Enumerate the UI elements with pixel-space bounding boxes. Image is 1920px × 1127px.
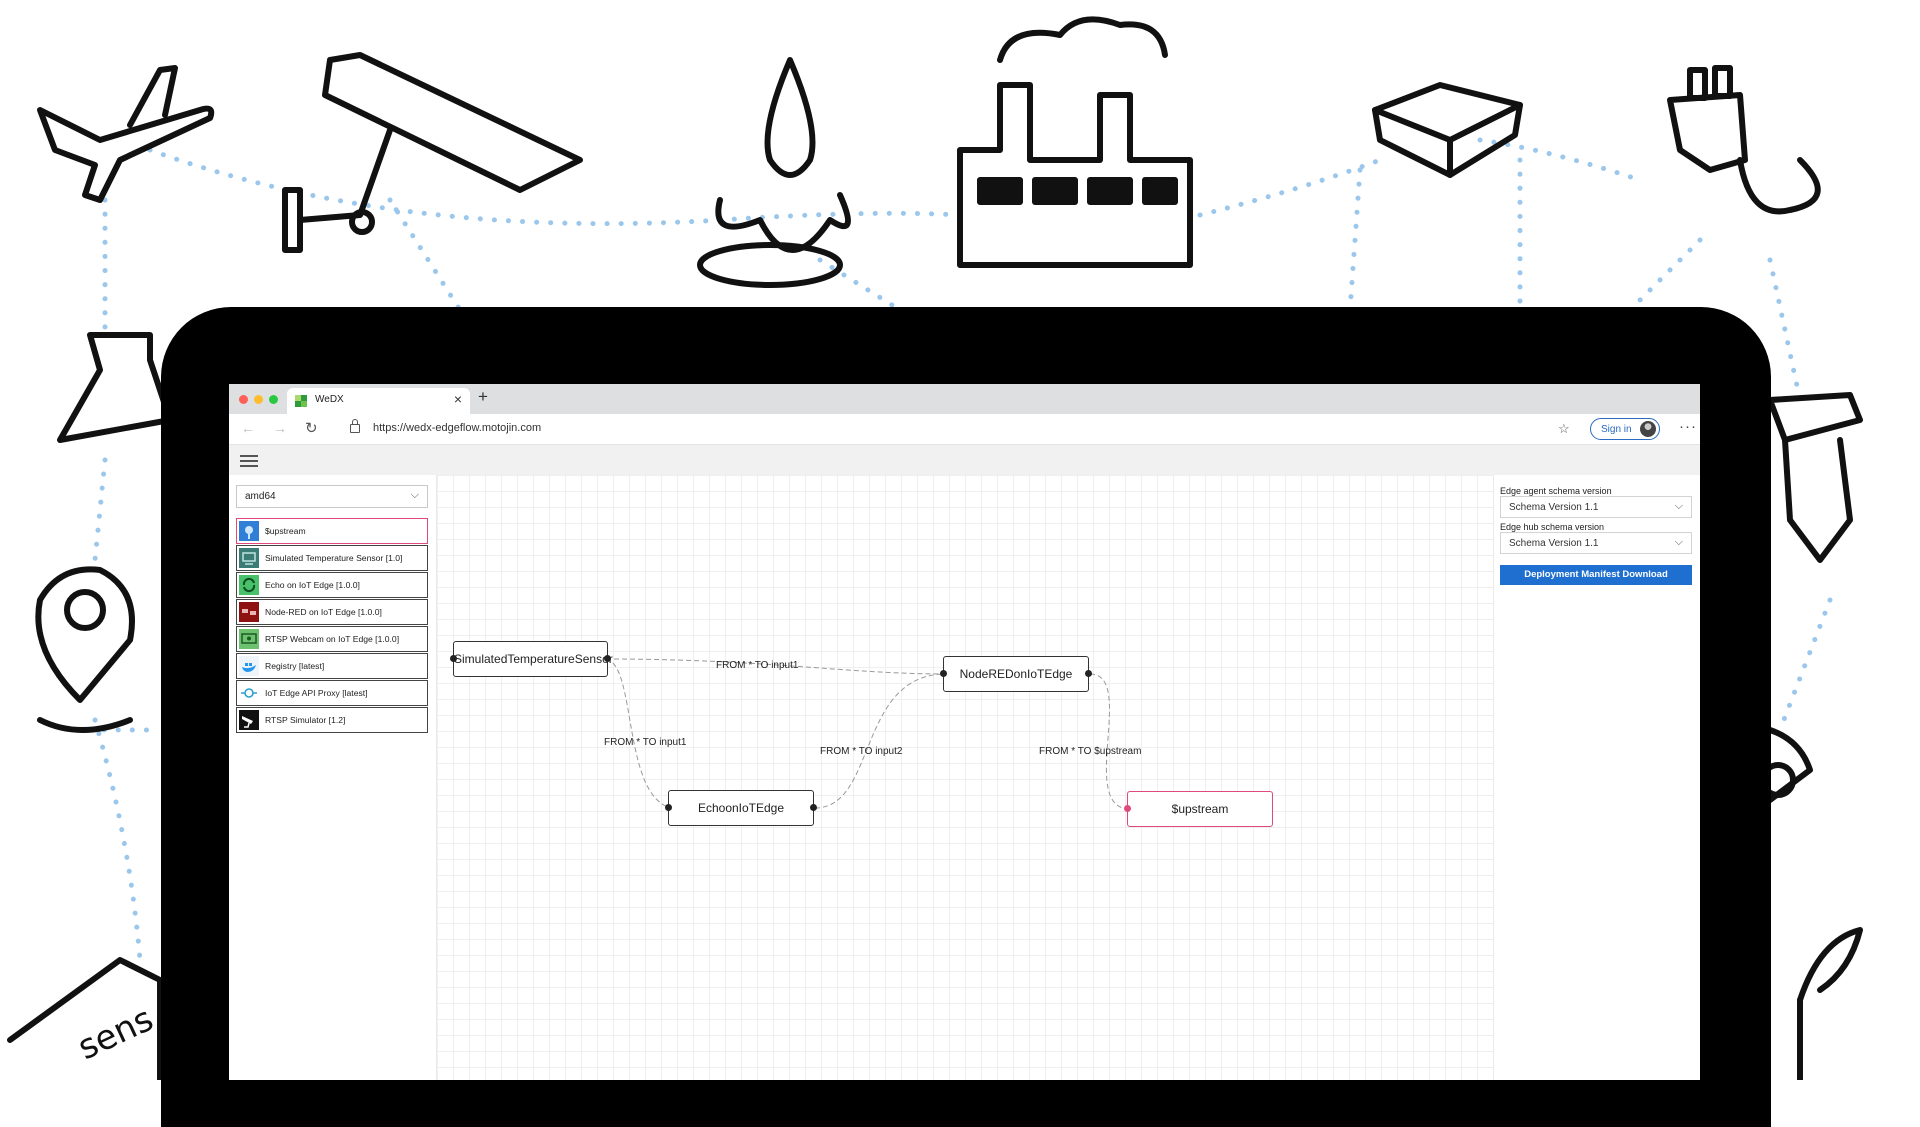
edge-label-nodered-upstream: FROM * TO $upstream: [1039, 746, 1142, 757]
node-input-port[interactable]: [665, 804, 672, 811]
hamburger-menu-icon[interactable]: [240, 455, 258, 467]
address-bar: ← → ↻ https://wedx-edgeflow.motojin.com …: [229, 414, 1700, 445]
forward-arrow-icon[interactable]: →: [273, 420, 287, 436]
favorites-star-icon[interactable]: ☆: [1558, 421, 1570, 436]
plug-doodle: [1667, 65, 1821, 215]
module-rtsp-webcam[interactable]: RTSP Webcam on IoT Edge [1.0.0]: [236, 626, 428, 652]
node-output-port[interactable]: [604, 655, 611, 662]
edge-sensor-to-echo[interactable]: [605, 658, 672, 809]
svg-text:sens: sens: [72, 999, 160, 1068]
edge-agent-schema-select[interactable]: Schema Version 1.1 ⌵: [1500, 496, 1692, 518]
chevron-down-icon: ⌵: [410, 489, 419, 501]
node-label: NodeREDonIoTEdge: [959, 667, 1073, 681]
hat-doodle: [1767, 392, 1863, 563]
module-label: RTSP Simulator [1.2]: [265, 715, 346, 725]
node-output-port[interactable]: [810, 804, 817, 811]
proxy-icon: [239, 683, 259, 703]
app-header: [229, 445, 1700, 475]
more-options-icon[interactable]: ···: [1679, 418, 1697, 435]
new-tab-icon[interactable]: +: [478, 387, 488, 406]
lock-icon[interactable]: [350, 419, 360, 433]
flow-node-simulated-temperature-sensor[interactable]: SimulatedTemperatureSensor: [450, 641, 613, 677]
edge-label-sensor-echo: FROM * TO input1: [604, 737, 687, 748]
module-iot-edge-api-proxy[interactable]: IoT Edge API Proxy [latest]: [236, 680, 428, 706]
edge-sensor-to-nodered[interactable]: [605, 658, 947, 675]
architecture-select-value: amd64: [245, 491, 276, 502]
chevron-down-icon: ⌵: [1674, 536, 1683, 548]
wedx-favicon-icon: [295, 395, 307, 407]
url-field[interactable]: https://wedx-edgeflow.motojin.com: [373, 422, 542, 434]
module-upstream[interactable]: $upstream: [236, 518, 428, 544]
module-label: Echo on IoT Edge [1.0.0]: [265, 580, 360, 590]
node-label: $upstream: [1171, 802, 1229, 816]
node-red-icon: [239, 602, 259, 622]
node-input-port[interactable]: [1124, 805, 1131, 812]
node-label: EchoonIoTEdge: [697, 801, 785, 815]
map-pin-doodle: [35, 566, 135, 733]
flow-node-upstream[interactable]: $upstream: [1124, 791, 1273, 827]
maximize-window-button[interactable]: [269, 395, 278, 404]
module-palette: amd64 ⌵ $upstream Simulated Temperature …: [229, 475, 437, 1080]
sign-in-label: Sign in: [1601, 424, 1632, 435]
edge-echo-to-nodered[interactable]: [814, 673, 947, 809]
node-input-port[interactable]: [450, 655, 457, 662]
chevron-down-icon: ⌵: [1674, 500, 1683, 512]
camera-doodle: [282, 52, 583, 253]
factory-doodle: [957, 16, 1193, 268]
rtsp-simulator-icon: [239, 710, 259, 730]
module-label: IoT Edge API Proxy [latest]: [265, 688, 368, 698]
module-registry[interactable]: Registry [latest]: [236, 653, 428, 679]
box-doodle: [1372, 82, 1523, 178]
node-output-port[interactable]: [1085, 670, 1092, 677]
architecture-select[interactable]: amd64 ⌵: [236, 485, 428, 508]
browser-tab-bar: WeDX × +: [229, 384, 1700, 414]
docker-icon: [239, 656, 259, 676]
module-label: Registry [latest]: [265, 661, 325, 671]
tab-close-icon[interactable]: ×: [453, 391, 462, 407]
module-node-red[interactable]: Node-RED on IoT Edge [1.0.0]: [236, 599, 428, 625]
flask-doodle: [57, 332, 173, 443]
doodle-background: sens: [7, 16, 1863, 1080]
module-simulated-temperature-sensor[interactable]: Simulated Temperature Sensor [1.0]: [236, 545, 428, 571]
flow-node-nodered[interactable]: NodeREDonIoTEdge: [940, 656, 1092, 692]
settings-panel: Edge agent schema version Schema Version…: [1493, 475, 1700, 1080]
module-label: Simulated Temperature Sensor [1.0]: [265, 553, 403, 563]
sensor-box-doodle: sens: [7, 957, 163, 1080]
browser-tab-wedx[interactable]: WeDX ×: [287, 388, 470, 414]
browser-window: WeDX × + ← → ↻ https://wedx-edgeflow.mot…: [229, 384, 1700, 1080]
reload-icon[interactable]: ↻: [305, 420, 318, 437]
edge-hub-schema-label: Edge hub schema version: [1500, 522, 1605, 532]
echo-icon: [239, 575, 259, 595]
airplane-doodle: [37, 65, 215, 203]
module-label: Node-RED on IoT Edge [1.0.0]: [265, 607, 382, 617]
edge-hub-schema-select[interactable]: Schema Version 1.1 ⌵: [1500, 532, 1692, 554]
node-input-port[interactable]: [940, 670, 947, 677]
edge-label-sensor-nodered: FROM * TO input1: [716, 660, 799, 671]
deployment-manifest-download-button[interactable]: Deployment Manifest Download: [1500, 565, 1692, 585]
edge-agent-schema-label: Edge agent schema version: [1500, 486, 1612, 496]
node-label: SimulatedTemperatureSensor: [454, 652, 613, 666]
edge-agent-schema-value: Schema Version 1.1: [1509, 502, 1599, 513]
edge-label-echo-nodered: FROM * TO input2: [820, 746, 903, 757]
module-echo[interactable]: Echo on IoT Edge [1.0.0]: [236, 572, 428, 598]
edge-nodered-to-upstream[interactable]: [1089, 673, 1131, 810]
module-label: RTSP Webcam on IoT Edge [1.0.0]: [265, 634, 400, 644]
tab-title: WeDX: [315, 394, 344, 405]
module-rtsp-simulator[interactable]: RTSP Simulator [1.2]: [236, 707, 428, 733]
flow-canvas[interactable]: FROM * TO input1 FROM * TO input1 FROM *…: [437, 475, 1493, 1080]
sign-in-button[interactable]: Sign in: [1590, 418, 1660, 440]
module-label: $upstream: [265, 526, 306, 536]
upstream-icon: [239, 521, 259, 541]
flow-edges: [605, 658, 1131, 810]
sensor-icon: [239, 548, 259, 568]
close-window-button[interactable]: [239, 395, 248, 404]
webcam-icon: [239, 629, 259, 649]
water-drop-doodle: [697, 57, 851, 288]
minimize-window-button[interactable]: [254, 395, 263, 404]
flow-node-echo[interactable]: EchoonIoTEdge: [665, 790, 817, 826]
edge-hub-schema-value: Schema Version 1.1: [1509, 538, 1599, 549]
back-arrow-icon[interactable]: ←: [241, 420, 255, 436]
plant-doodle: [1797, 927, 1863, 1080]
avatar: [1640, 421, 1656, 437]
